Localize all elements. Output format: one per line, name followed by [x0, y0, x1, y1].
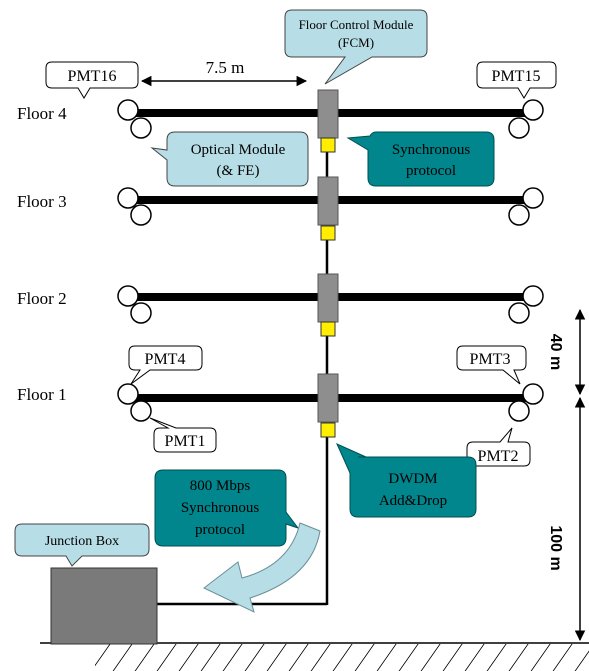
pmt-sphere — [117, 285, 139, 307]
optical-module-line1: Optical Module — [191, 142, 286, 158]
floor-control-module — [317, 273, 339, 323]
floor-control-module — [317, 373, 339, 423]
fcm-callout-line2: (FCM) — [338, 35, 374, 50]
floor-1 — [117, 373, 544, 438]
pmt-sphere — [522, 285, 544, 307]
floor-3-label: Floor 3 — [17, 192, 67, 211]
mbps-line3: protocol — [195, 522, 245, 538]
pmt2-tag — [466, 427, 531, 467]
dwdm-module — [320, 137, 336, 153]
floor-control-module — [317, 89, 339, 139]
pmt-sphere — [130, 400, 152, 422]
junction-box — [50, 567, 158, 645]
dwdm-module — [320, 321, 336, 337]
mbps-callout — [154, 469, 300, 547]
pmt-sphere — [117, 99, 139, 121]
fcm-callout-line1: Floor Control Module — [299, 17, 414, 32]
floor-4-label: Floor 4 — [17, 104, 67, 123]
data-flow-arrow — [203, 522, 321, 613]
pmt-sphere — [508, 400, 530, 422]
pmt4-tag — [128, 345, 203, 385]
pmt-sphere — [130, 302, 152, 324]
pmt3-label: PMT3 — [470, 351, 511, 368]
pmt-sphere — [117, 383, 139, 405]
floor-2 — [117, 273, 544, 337]
pmt-sphere — [508, 204, 530, 226]
mbps-line2: Synchronous — [181, 500, 259, 516]
pmt-sphere — [522, 383, 544, 405]
ground-hatching — [95, 644, 589, 671]
height-label: 100 m — [547, 525, 564, 570]
pmt2-label: PMT2 — [478, 448, 519, 465]
dwdm-line1: DWDM — [388, 471, 437, 487]
pmt15-label: PMT15 — [492, 68, 541, 85]
optical-module-callout — [150, 131, 309, 187]
pmt1-tag — [149, 417, 217, 453]
dwdm-module — [320, 225, 336, 241]
optical-module-line2: (& FE) — [217, 163, 260, 179]
floor-3 — [117, 176, 544, 241]
pmt1-label: PMT1 — [165, 433, 206, 450]
pmt3-tag — [456, 345, 527, 385]
fcm-callout — [284, 9, 428, 85]
pmt-sphere — [522, 187, 544, 209]
pmt-sphere — [130, 117, 152, 139]
pmt15-tag — [476, 61, 557, 99]
pmt16-tag — [45, 61, 139, 99]
sync-protocol-callout — [346, 131, 495, 187]
floor-control-module — [317, 176, 339, 226]
dwdm-line2: Add&Drop — [379, 493, 447, 509]
mbps-line1: 800 Mbps — [190, 478, 251, 494]
pmt-sphere — [130, 204, 152, 226]
pmt-sphere — [508, 117, 530, 139]
pmt-sphere — [522, 99, 544, 121]
floor-1-label: Floor 1 — [17, 385, 67, 404]
dwdm-module — [320, 422, 336, 438]
floor-gap-label: 40 m — [547, 334, 564, 370]
floor-4 — [117, 89, 544, 153]
pmt4-label: PMT4 — [145, 351, 186, 368]
span-label: 7.5 m — [206, 58, 245, 77]
pmt-sphere — [508, 302, 530, 324]
sync-protocol-line1: Synchronous — [392, 142, 470, 158]
sync-protocol-line2: protocol — [406, 163, 456, 179]
junction-box-callout — [14, 523, 150, 567]
junction-box-label: Junction Box — [45, 534, 119, 549]
pmt-sphere — [117, 187, 139, 209]
dwdm-callout — [336, 443, 477, 518]
pmt16-label: PMT16 — [68, 68, 117, 85]
floor-2-label: Floor 2 — [17, 289, 67, 308]
